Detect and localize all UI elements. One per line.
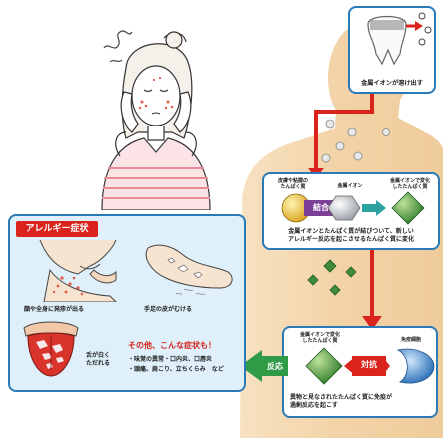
tooth-box: 金属イオンが溶け出す (348, 6, 436, 94)
immune-box: 金属イオンで変化 したたんぱく質 免疫細胞 対抗 異物と見なされたたんぱく質に免… (282, 326, 438, 418)
bind-badge: 結合 (306, 202, 336, 213)
binding-diagram (266, 190, 440, 226)
tooth-icon (352, 10, 436, 72)
other-symptoms-title: その他、こんな症状も！ (128, 340, 244, 351)
binding-caption: 金属イオンとたんぱく質が結びついて、新しい アレルギー反応を起こさせるたんぱく質… (268, 228, 434, 244)
immune-caption: 異物と見なされたたんぱく質に免疫が 過剰反応を起こす (290, 394, 432, 410)
tongue-image (20, 320, 82, 380)
foot-peeling-image (138, 238, 238, 298)
label-protein: 皮膚や粘膜の たんぱく質 (270, 178, 316, 190)
foot-caption: 手足の皮がむける (144, 304, 240, 313)
symptoms-title: アレルギー症状 (16, 221, 98, 237)
label-immune-cell: 免疫細胞 (388, 336, 434, 343)
vs-badge: 対抗 (352, 359, 386, 370)
tooth-caption: 金属イオンが溶け出す (350, 78, 434, 87)
other-symptoms-line2: ・頭痛、肩こり、立ちくらみ など (128, 364, 246, 373)
label-changed-protein: 金属イオンで変化 したたんぱく質 (382, 178, 438, 190)
binding-box: 皮膚や粘膜の たんぱく質 金属イオン 金属イオンで変化 したたんぱく質 結合 金… (262, 172, 440, 250)
reaction-label: 反応 (262, 361, 288, 372)
face-rash-image (20, 240, 118, 302)
label-metal-ion: 金属イオン (330, 182, 370, 189)
face-caption: 顔や全身に発疹が出る (24, 304, 120, 313)
symptoms-box: アレルギー症状 顔や全身に発疹が出る 手足の皮がむける (8, 214, 246, 392)
label-changed-protein-2: 金属イオンで変化 したたんぱく質 (290, 332, 350, 344)
other-symptoms-line1: ・味覚の異常・口内炎、口唇炎 (128, 354, 246, 363)
tongue-caption: 舌が白く ただれる (86, 352, 126, 368)
